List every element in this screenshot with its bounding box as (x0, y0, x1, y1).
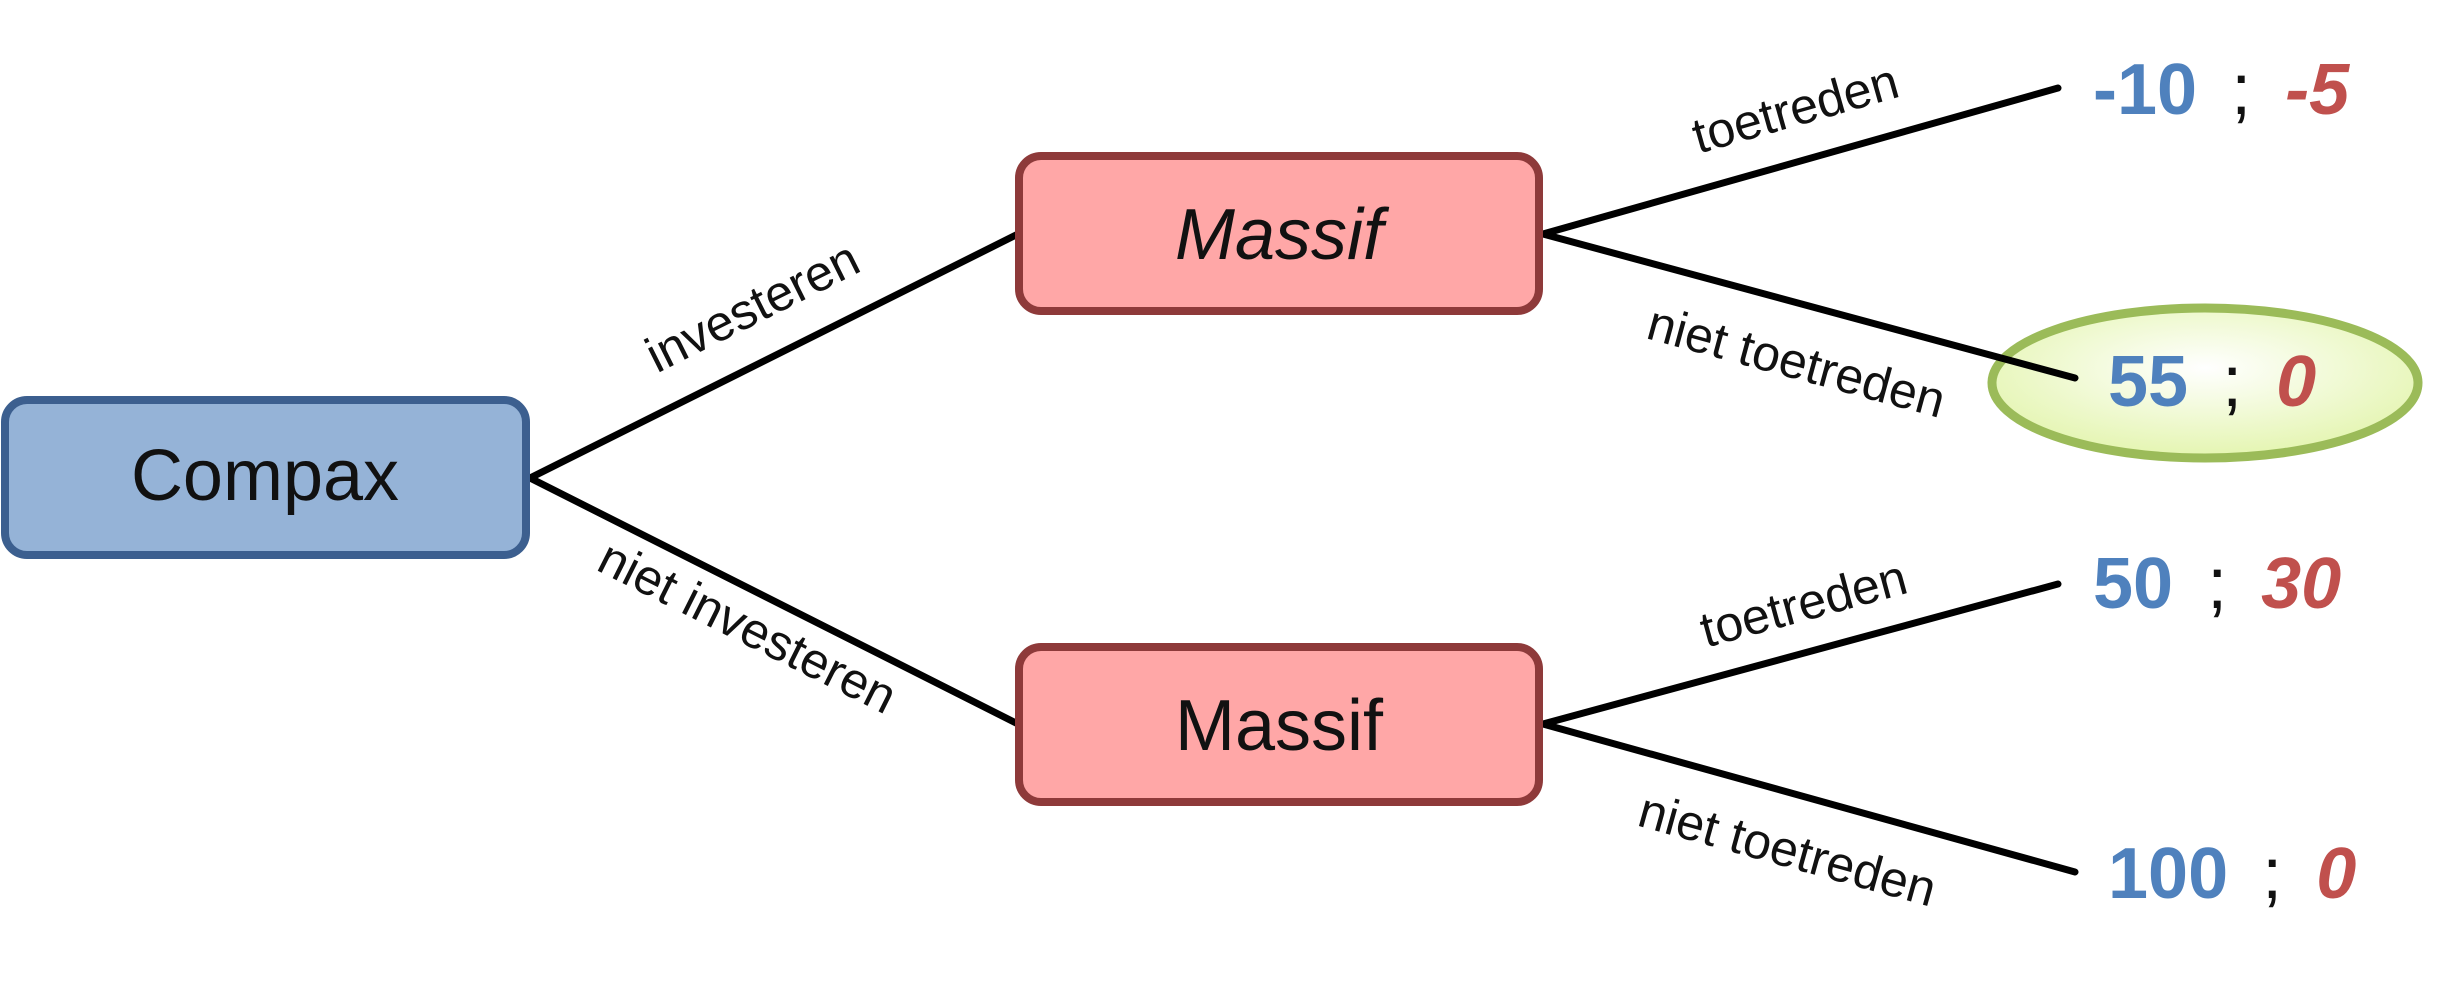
payoff-4: 100 ; 0 (2108, 834, 2356, 914)
payoff-1: -10 ; -5 (2093, 50, 2350, 130)
branches (526, 84, 2079, 876)
payoff-3-compax: 50 (2093, 544, 2173, 624)
node-massif-upper-box (1015, 152, 1543, 315)
payoff-2-separator: ; (2222, 342, 2242, 422)
payoff-3-separator: ; (2207, 544, 2227, 624)
branch-niet-investeren (526, 474, 1022, 728)
payoff-1-compax: -10 (2093, 50, 2197, 130)
payoff-1-massif: -5 (2285, 50, 2350, 130)
payoff-4-compax: 100 (2108, 834, 2228, 914)
branch-lower-niet-toetreden (1539, 720, 2079, 876)
branch-lower-toetreden (1539, 580, 2062, 728)
node-massif-lower: Massif (1015, 643, 1543, 806)
node-compax: Compax (1, 396, 530, 559)
edge-label-upper-toetreden: toetreden (1686, 53, 1905, 164)
node-massif-upper-label: Massif (1175, 195, 1390, 275)
payoff-4-separator: ; (2262, 834, 2282, 914)
branch-investeren (526, 230, 1022, 482)
node-massif-upper: Massif (1015, 152, 1543, 315)
edge-label-niet-investeren: niet investeren (590, 529, 906, 725)
payoff-1-separator: ; (2231, 50, 2251, 130)
edge-label-lower-toetreden: toetreden (1694, 549, 1913, 658)
payoff-3-massif: 30 (2261, 544, 2341, 624)
equilibrium-highlight (1987, 303, 2423, 463)
node-massif-lower-box (1015, 643, 1543, 806)
edge-label-upper-niet-toetreden: niet toetreden (1642, 294, 1952, 428)
node-compax-label: Compax (131, 436, 399, 516)
node-massif-lower-label: Massif (1175, 686, 1384, 766)
edge-label-lower-niet-toetreden: niet toetreden (1633, 782, 1943, 918)
node-compax-box (1, 396, 530, 559)
payoff-4-massif: 0 (2316, 834, 2356, 914)
payoff-2-compax: 55 (2108, 342, 2188, 422)
payoff-3: 50 ; 30 (2093, 544, 2341, 624)
payoff-2: 55 ; 0 (2108, 342, 2316, 422)
edge-label-investeren: investeren (637, 230, 868, 383)
branch-upper-niet-toetreden (1539, 230, 2079, 382)
payoff-2-massif: 0 (2276, 342, 2316, 422)
branch-upper-toetreden (1539, 84, 2062, 238)
